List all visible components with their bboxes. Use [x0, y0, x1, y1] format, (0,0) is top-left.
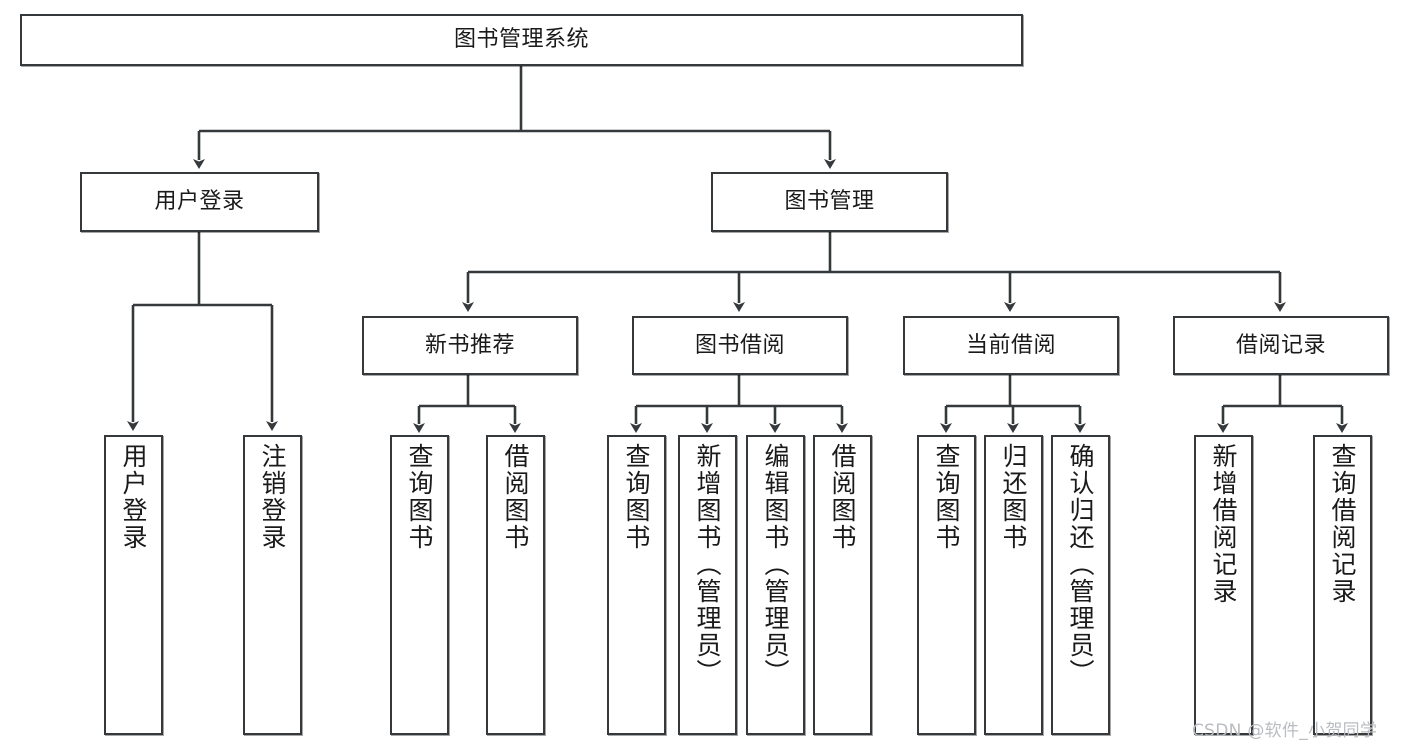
leaf-new-book-borrow[interactable]: 借阅图书 — [486, 435, 545, 735]
node-label: 查询图书 — [405, 443, 434, 551]
csdn-watermark: CSDN @软件_小贺同学 — [1192, 721, 1378, 741]
node-label: 新书推荐 — [424, 332, 515, 358]
leaf-new-book-query[interactable]: 查询图书 — [390, 435, 449, 735]
node-label: 查询图书 — [932, 443, 961, 551]
leaf-user-login-signin[interactable]: 用户登录 — [104, 435, 163, 735]
leaf-record-query[interactable]: 查询借阅记录 — [1313, 435, 1372, 735]
node-label: 新增借阅记录 — [1209, 443, 1238, 605]
node-user-login[interactable]: 用户登录 — [80, 172, 319, 232]
node-label: 用户登录 — [119, 443, 148, 551]
node-label: 图书管理 — [784, 189, 875, 215]
node-current-borrow[interactable]: 当前借阅 — [903, 316, 1119, 375]
node-label: 借阅记录 — [1235, 332, 1326, 358]
leaf-borrow-edit-book[interactable]: 编辑图书（管理员） — [746, 435, 805, 735]
node-new-book-recommend[interactable]: 新书推荐 — [362, 316, 578, 375]
leaf-user-login-signout[interactable]: 注销登录 — [243, 435, 302, 735]
node-label: 图书借阅 — [694, 332, 785, 358]
node-book-borrow[interactable]: 图书借阅 — [632, 316, 848, 375]
node-label: 借阅图书 — [828, 443, 857, 551]
leaf-current-return-book[interactable]: 归还图书 — [984, 435, 1043, 735]
leaf-borrow-add-book[interactable]: 新增图书（管理员） — [678, 435, 737, 735]
node-label: 当前借阅 — [965, 332, 1056, 358]
node-label: 新增图书（管理员） — [693, 443, 722, 686]
node-label: 借阅图书 — [501, 443, 530, 551]
node-label: 查询图书 — [622, 443, 651, 551]
leaf-borrow-query-book[interactable]: 查询图书 — [607, 435, 666, 735]
node-label: 注销登录 — [258, 443, 287, 551]
node-label: 用户登录 — [154, 189, 245, 215]
node-book-management[interactable]: 图书管理 — [711, 172, 948, 232]
node-label: 图书管理系统 — [453, 27, 589, 53]
node-label: 查询借阅记录 — [1328, 443, 1357, 605]
leaf-current-query-book[interactable]: 查询图书 — [917, 435, 976, 735]
node-borrow-record[interactable]: 借阅记录 — [1173, 316, 1389, 375]
node-root-book-management-system[interactable]: 图书管理系统 — [20, 14, 1023, 66]
leaf-borrow-borrow-book[interactable]: 借阅图书 — [813, 435, 872, 735]
leaf-record-add[interactable]: 新增借阅记录 — [1194, 435, 1253, 735]
node-label: 确认归还（管理员） — [1066, 443, 1095, 686]
node-label: 编辑图书（管理员） — [761, 443, 790, 686]
leaf-current-confirm-return[interactable]: 确认归还（管理员） — [1051, 435, 1110, 735]
node-label: 归还图书 — [999, 443, 1028, 551]
